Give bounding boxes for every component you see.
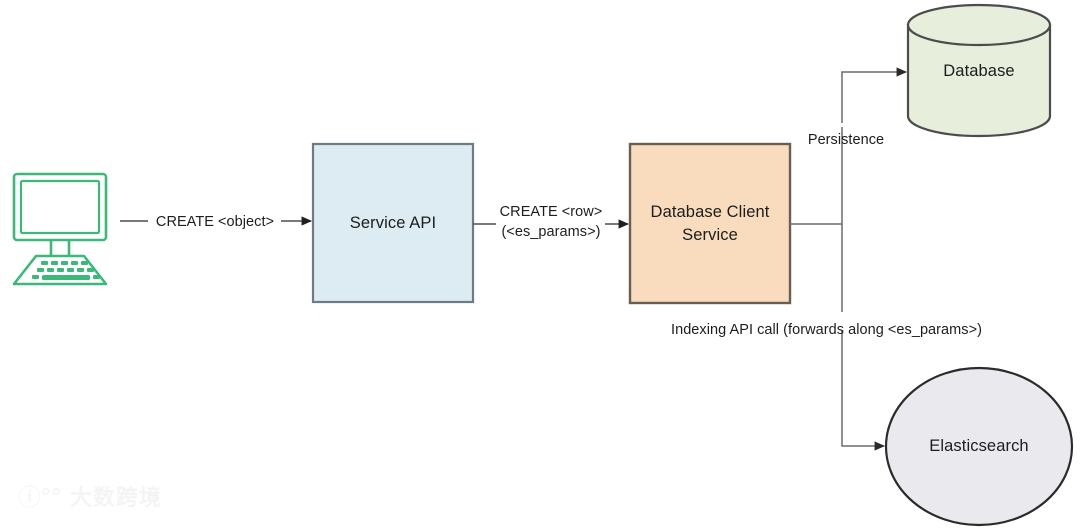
edge-label-persistence: Persistence <box>807 132 885 148</box>
edge-label-indexing-api-call: Indexing API call (forwards along <es_pa… <box>671 322 982 338</box>
client-computer-keyboard-keys <box>32 261 100 280</box>
database-cylinder-node[interactable] <box>906 3 1052 138</box>
edge-db-client-to-elasticsearch <box>841 224 886 451</box>
service-api-node[interactable] <box>311 142 475 304</box>
client-computer-icon <box>12 172 108 286</box>
edge-label-create-object: CREATE <object> <box>155 214 275 230</box>
edge-label-create-row: CREATE <row> (<es_params>) <box>499 204 603 241</box>
database-client-service-node[interactable] <box>628 142 792 305</box>
elasticsearch-circle-node[interactable] <box>884 366 1074 527</box>
